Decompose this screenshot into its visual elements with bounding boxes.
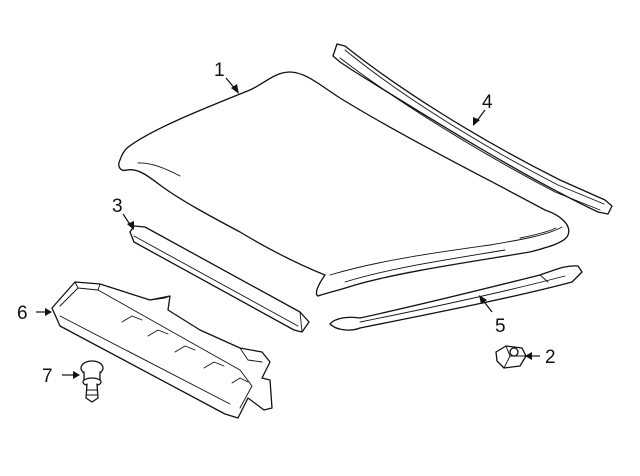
part-4-weatherstrip [332, 43, 613, 215]
part-1-hood-panel [118, 71, 570, 297]
callout-5: 5 [495, 316, 506, 337]
callout-7: 7 [42, 366, 53, 387]
callout-3: 3 [112, 196, 123, 217]
part-2-nut [495, 345, 527, 369]
leader-lines [36, 77, 540, 379]
part-6-insulator [51, 281, 273, 419]
callout-4: 4 [482, 92, 493, 113]
part-5-molding [329, 265, 583, 331]
callout-1: 1 [214, 60, 225, 81]
part-7-clip [80, 360, 104, 403]
callout-2: 2 [545, 347, 556, 368]
callout-labels: 1 4 3 5 2 6 7 [17, 60, 556, 387]
part-3-seal-strip [129, 225, 310, 333]
callout-6: 6 [17, 303, 28, 324]
